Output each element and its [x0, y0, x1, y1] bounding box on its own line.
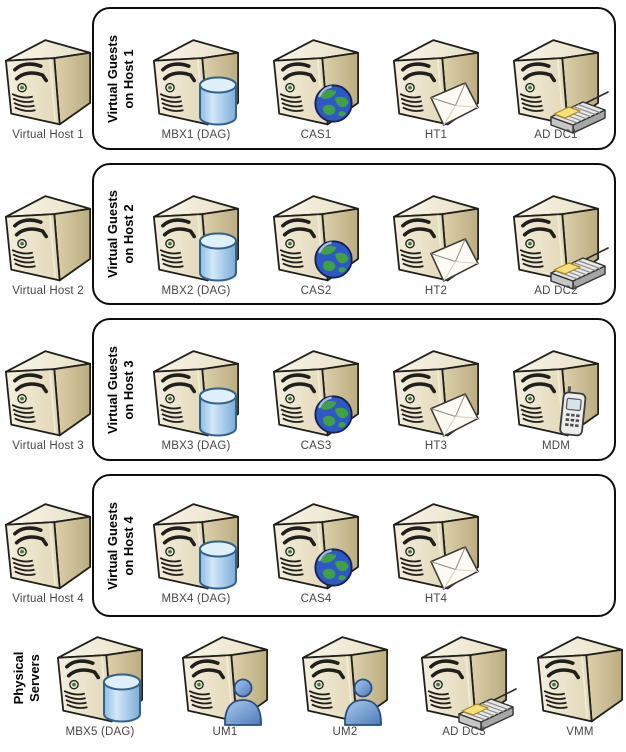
server-tower-icon — [535, 630, 625, 725]
guest-server-cas2: CAS2 — [256, 189, 376, 303]
guest-server-ad-dc1: AD DC1 — [496, 33, 616, 147]
server-label: CAS1 — [300, 129, 332, 141]
server-label: AD DC2 — [534, 285, 578, 297]
server-tower-icon — [3, 344, 93, 439]
server-label: Virtual Host 4 — [12, 593, 84, 605]
server-label: HT2 — [424, 285, 448, 297]
person-icon — [340, 677, 386, 727]
host-server-virtual-host-3: Virtual Host 3 — [0, 344, 108, 458]
guest-server-ad-dc2: AD DC2 — [496, 189, 616, 303]
globe-icon — [313, 547, 354, 588]
server-label: CAS3 — [300, 440, 332, 452]
server-label: AD DC3 — [442, 726, 486, 738]
guest-server-cas1: CAS1 — [256, 33, 376, 147]
guest-server-mdm: MDM — [496, 344, 616, 458]
server-label: HT1 — [424, 129, 448, 141]
server-label: HT4 — [424, 593, 448, 605]
server-tower-icon — [3, 497, 93, 592]
server-label: MBX2 (DAG) — [161, 285, 231, 297]
guest-server-ht4: HT4 — [376, 497, 496, 611]
server-tower-icon — [3, 189, 93, 284]
server-label: Virtual Host 1 — [12, 129, 84, 141]
guest-box-title-host-4-line2: on Host 4 — [121, 515, 136, 576]
server-label: UM2 — [332, 726, 358, 738]
phone-icon — [556, 384, 592, 440]
physical-servers-title-line1: Physical — [10, 651, 26, 705]
globe-icon — [313, 394, 354, 435]
server-label: MDM — [541, 440, 571, 452]
guest-server-ht3: HT3 — [376, 344, 496, 458]
server-label: MBX4 (DAG) — [161, 593, 231, 605]
guest-box-title-host-1-line2: on Host 1 — [121, 48, 136, 109]
database-icon — [196, 75, 240, 127]
physical-server-um2: UM2 — [285, 630, 405, 744]
guest-server-ht2: HT2 — [376, 189, 496, 303]
server-label: Virtual Host 3 — [12, 440, 84, 452]
host-server-virtual-host-1: Virtual Host 1 — [0, 33, 108, 147]
guest-box-title-host-2-line2: on Host 2 — [121, 204, 136, 264]
guest-server-ht1: HT1 — [376, 33, 496, 147]
guest-server-mbx4-dag: MBX4 (DAG) — [136, 497, 256, 611]
physical-server-ad-dc3: AD DC3 — [404, 630, 524, 744]
globe-icon — [313, 83, 354, 124]
envelope-icon — [428, 237, 481, 284]
server-tower-icon — [3, 33, 93, 128]
server-label: UM1 — [212, 726, 238, 738]
globe-icon — [313, 239, 354, 280]
guest-server-cas3: CAS3 — [256, 344, 376, 458]
guest-server-mbx2-dag: MBX2 (DAG) — [136, 189, 256, 303]
envelope-icon — [428, 392, 481, 439]
envelope-icon — [428, 81, 481, 128]
person-icon — [220, 677, 266, 727]
guest-server-mbx1-dag: MBX1 (DAG) — [136, 33, 256, 147]
guest-box-title-host-3-line2: on Host 3 — [121, 359, 136, 420]
envelope-icon — [428, 545, 481, 592]
server-label: CAS4 — [300, 593, 332, 605]
server-label: Virtual Host 2 — [12, 285, 84, 297]
server-label: CAS2 — [300, 285, 332, 297]
guest-server-mbx3-dag: MBX3 (DAG) — [136, 344, 256, 458]
database-icon — [196, 539, 240, 591]
server-label: MBX5 (DAG) — [65, 726, 135, 738]
host-server-virtual-host-2: Virtual Host 2 — [0, 189, 108, 303]
server-label: MBX3 (DAG) — [161, 440, 231, 452]
physical-server-um1: UM1 — [165, 630, 285, 744]
database-icon — [196, 386, 240, 438]
database-icon — [100, 672, 144, 724]
host-server-virtual-host-4: Virtual Host 4 — [0, 497, 108, 611]
database-icon — [196, 231, 240, 283]
server-label: VMM — [566, 726, 594, 738]
physical-server-mbx5-dag: MBX5 (DAG) — [40, 630, 160, 744]
physical-server-vmm: VMM — [520, 630, 626, 744]
guest-server-cas4: CAS4 — [256, 497, 376, 611]
server-label: HT3 — [424, 440, 448, 452]
server-label: AD DC1 — [534, 129, 578, 141]
server-label: MBX1 (DAG) — [161, 129, 231, 141]
